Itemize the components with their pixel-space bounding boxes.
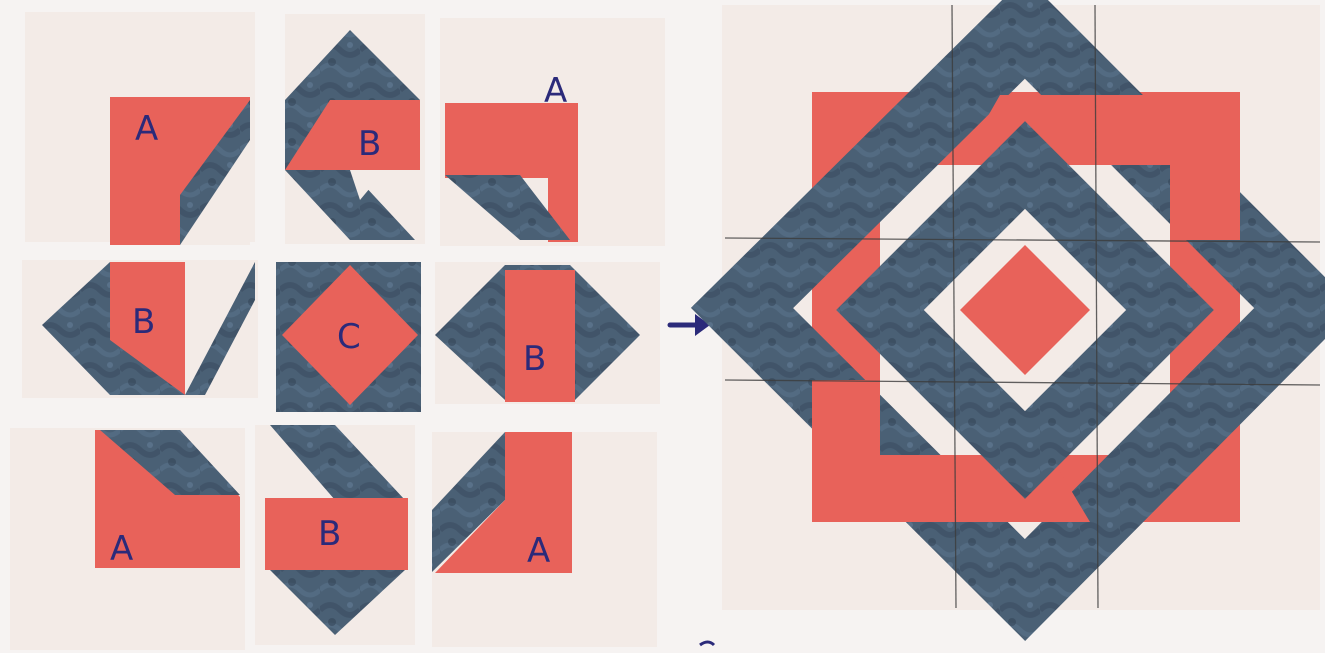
block-top-right: A: [440, 18, 665, 246]
block-mid-left: B: [22, 260, 258, 398]
label-b: B: [318, 514, 341, 554]
block-mid-right: B: [435, 262, 660, 404]
label-a: A: [527, 531, 550, 571]
block-grid: A B A B C: [10, 12, 665, 650]
label-c: C: [337, 317, 361, 357]
block-bottom-middle: B: [255, 425, 415, 645]
block-top-middle: B: [285, 14, 425, 244]
label-a: A: [544, 71, 567, 111]
block-top-left: A: [25, 12, 255, 245]
block-bottom-right: A: [432, 432, 657, 647]
label-b: B: [523, 339, 546, 379]
label-a: A: [110, 529, 133, 569]
label-a: A: [135, 109, 158, 149]
assembled-quilt-block: [722, 5, 1320, 610]
label-b: B: [358, 124, 381, 164]
block-bottom-left: A: [10, 428, 245, 650]
pen-mark: [700, 642, 714, 645]
label-b: B: [132, 302, 155, 342]
block-center: C: [276, 262, 421, 412]
